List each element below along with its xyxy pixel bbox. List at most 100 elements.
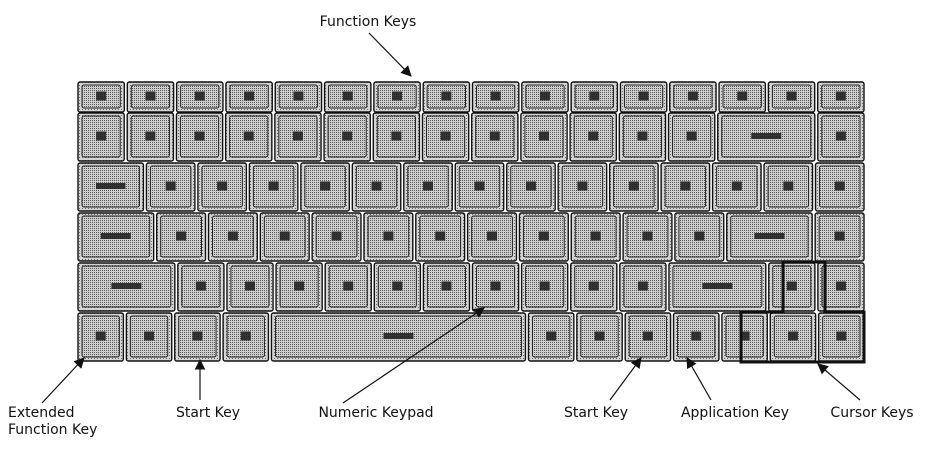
function-key-7 — [373, 81, 421, 113]
function-key-4 — [225, 81, 273, 113]
cursor-keys-outline — [739, 260, 866, 364]
function-key-11 — [570, 81, 619, 113]
bottom-letter-key-7 — [422, 262, 471, 312]
top-letter-key-4 — [248, 162, 299, 212]
top-letter-key-11 — [608, 162, 659, 212]
home-row-key-7 — [415, 212, 466, 262]
extended-function-key-label-line2: Function Key — [8, 422, 98, 438]
number-row-key-2 — [126, 112, 175, 162]
home-row-key-6 — [363, 212, 414, 262]
home-row-key-9 — [518, 212, 569, 262]
function-key-16 — [816, 81, 865, 113]
number-row-key-9 — [470, 112, 519, 162]
cursor-keys-leader — [817, 363, 861, 401]
home-row-key-1 — [77, 212, 155, 262]
bottom-letter-key-9 — [520, 262, 569, 312]
number-row-key-4 — [224, 112, 273, 162]
top-letter-key-3 — [197, 162, 248, 212]
number-row-key-12 — [618, 112, 667, 162]
bottom-letter-key-12 — [668, 262, 767, 312]
function-key-9 — [471, 81, 520, 113]
space-row-key-11 — [769, 312, 817, 362]
top-letter-key-10 — [557, 162, 608, 212]
top-letter-key-1 — [77, 162, 145, 212]
function-key-6 — [323, 81, 372, 113]
highlight-layer — [739, 260, 866, 364]
top-letter-key-7 — [403, 162, 453, 212]
top-letter-key-14 — [763, 162, 814, 212]
bottom-letter-key-2 — [177, 262, 225, 312]
bottom-letter-key-10 — [570, 262, 618, 312]
home-row-key-3 — [207, 212, 259, 262]
top-letter-key-6 — [351, 162, 402, 212]
application-key-leader — [686, 357, 712, 401]
number-row-key-1 — [77, 112, 125, 162]
keys-layer — [77, 81, 865, 362]
home-row-key-10 — [570, 212, 621, 262]
top-letter-key-9 — [506, 162, 556, 212]
number-row-key-7 — [372, 112, 421, 162]
function-key-13 — [669, 81, 717, 113]
space-row-key-7 — [576, 312, 623, 362]
home-row-key-5 — [311, 212, 362, 262]
space-row-key-5 — [270, 312, 527, 362]
space-row-key-4 — [222, 312, 270, 362]
function-keys-label: Function Keys — [319, 14, 417, 30]
space-row-key-6 — [527, 312, 575, 362]
numeric-keypad-label: Numeric Keypad — [318, 405, 434, 421]
function-key-3 — [175, 81, 224, 113]
start-key-right-label: Start Key — [563, 405, 629, 421]
bottom-letter-key-1 — [77, 262, 176, 312]
home-row-key-4 — [259, 212, 310, 262]
bottom-letter-key-6 — [373, 262, 422, 312]
start-key-left-label: Start Key — [175, 405, 241, 421]
function-key-12 — [619, 81, 668, 113]
top-letter-key-8 — [454, 162, 505, 212]
home-row-key-12 — [674, 212, 725, 262]
extended-function-key-label: Extended Function Key — [8, 405, 128, 439]
bottom-letter-key-4 — [275, 262, 323, 312]
function-key-1 — [77, 81, 126, 113]
function-key-2 — [126, 81, 175, 113]
bottom-letter-key-11 — [619, 262, 667, 312]
bottom-letter-key-5 — [324, 262, 372, 312]
number-row-key-14 — [717, 112, 816, 162]
bottom-letter-key-8 — [471, 262, 520, 312]
number-row-key-5 — [274, 112, 322, 162]
application-key-label: Application Key — [680, 405, 790, 421]
top-letter-key-15 — [814, 162, 865, 212]
space-row-key-12 — [817, 312, 865, 362]
bottom-letter-key-3 — [226, 262, 274, 312]
bottom-letter-key-14 — [817, 262, 865, 312]
function-key-10 — [521, 81, 569, 113]
function-keys-leader — [368, 32, 412, 77]
number-row-key-6 — [323, 112, 371, 162]
space-row-key-1 — [77, 312, 125, 362]
function-key-8 — [422, 81, 471, 113]
space-row-key-8 — [624, 312, 672, 362]
top-letter-key-12 — [660, 162, 711, 212]
home-row-key-11 — [622, 212, 673, 262]
home-row-key-2 — [155, 212, 207, 262]
number-row-key-11 — [569, 112, 618, 162]
home-row-key-14 — [814, 212, 865, 262]
start-key-right-leader — [609, 357, 642, 401]
top-letter-key-2 — [145, 162, 196, 212]
top-letter-key-13 — [711, 162, 762, 212]
space-row-key-10 — [721, 312, 768, 362]
home-row-key-13 — [726, 212, 813, 262]
space-row-key-2 — [125, 312, 173, 362]
bottom-letter-key-13 — [768, 262, 816, 312]
number-row-key-10 — [520, 112, 568, 162]
function-key-14 — [718, 81, 767, 113]
numeric-keypad-leader — [342, 307, 485, 404]
space-row-key-3 — [174, 312, 221, 362]
top-letter-key-5 — [300, 162, 351, 212]
number-row-key-3 — [175, 112, 224, 162]
number-row-key-15 — [817, 112, 865, 162]
extended-function-key-label-line1: Extended — [8, 405, 75, 421]
home-row-key-8 — [466, 212, 518, 262]
number-row-key-13 — [667, 112, 716, 162]
